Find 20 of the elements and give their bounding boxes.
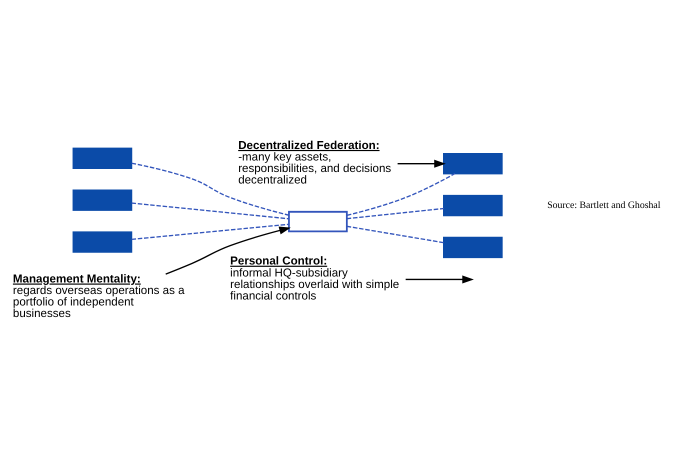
- node-box: [443, 236, 503, 258]
- arrow: [165, 226, 291, 274]
- node-box: [288, 210, 348, 232]
- node-text: Decentralized Federation: -many key assets, responsibilities, and decisions decentralized: [238, 139, 392, 186]
- connector: [346, 172, 456, 216]
- node-box: [443, 152, 503, 174]
- connector: [132, 202, 289, 219]
- node-box: [72, 147, 132, 169]
- connector: [132, 223, 289, 240]
- arrow: [398, 159, 446, 168]
- node-box: [72, 230, 132, 252]
- connector: [132, 162, 289, 216]
- arrow: [406, 274, 474, 284]
- node-text: Management Mentality: regards overseas operations as a portfolio of independent businesses: [12, 273, 185, 320]
- node-text: Personal Control: informal HQ-subsidiary relationships overlaid with simple financial controls: [230, 255, 400, 302]
- label: Source: Bartlett and Ghoshal: [547, 200, 660, 211]
- connector: [346, 225, 444, 243]
- connector: [346, 207, 444, 219]
- node-box: [72, 189, 132, 210]
- node-box: [443, 194, 503, 216]
